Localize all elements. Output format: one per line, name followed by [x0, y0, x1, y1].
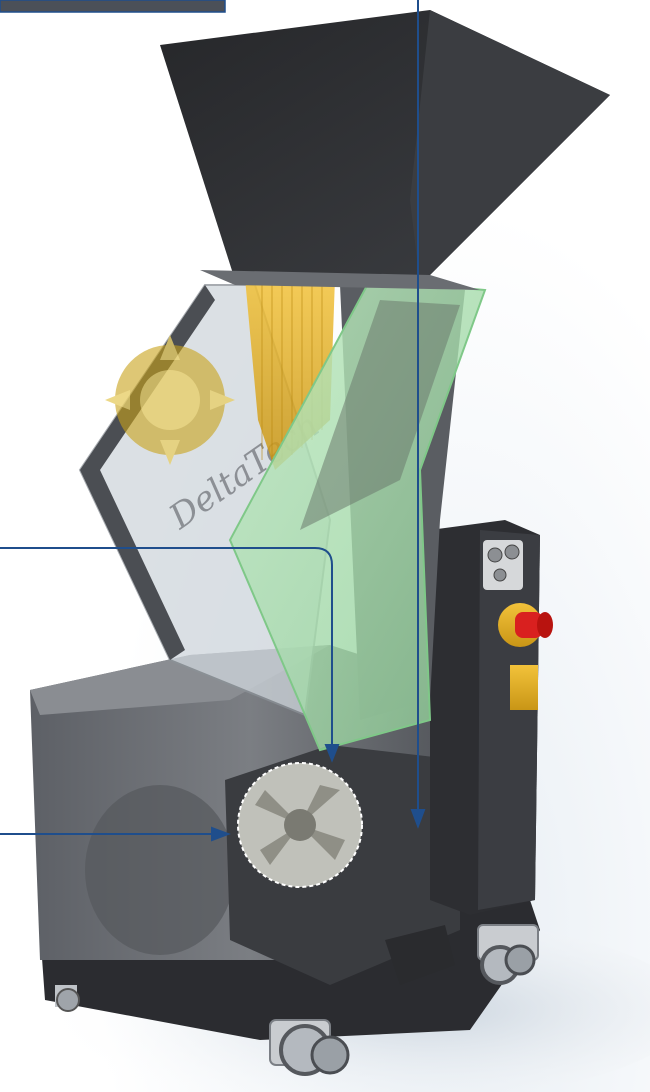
caster-wheel-icon [55, 985, 80, 1012]
emergency-stop-icon [498, 603, 553, 647]
feed-hopper-rim [200, 270, 480, 290]
callout-line-screen [410, 0, 426, 829]
callout-line-rotor [0, 547, 340, 763]
callout-line-chamber [0, 826, 231, 842]
sun-logo-icon [105, 335, 235, 465]
feed-hopper-side [410, 10, 610, 285]
discharge-port [385, 925, 455, 985]
inset-frame [0, 0, 226, 13]
caster-wheel-icon [269, 1019, 350, 1076]
motor-flywheel [85, 785, 235, 955]
yellow-stripe [510, 665, 538, 710]
caster-wheel-icon [477, 924, 539, 985]
dial-knobs-icon [483, 540, 523, 590]
rotor-knives-icon [237, 762, 363, 888]
green-panel-inner [300, 300, 460, 530]
chute-dark-edge [80, 285, 215, 660]
